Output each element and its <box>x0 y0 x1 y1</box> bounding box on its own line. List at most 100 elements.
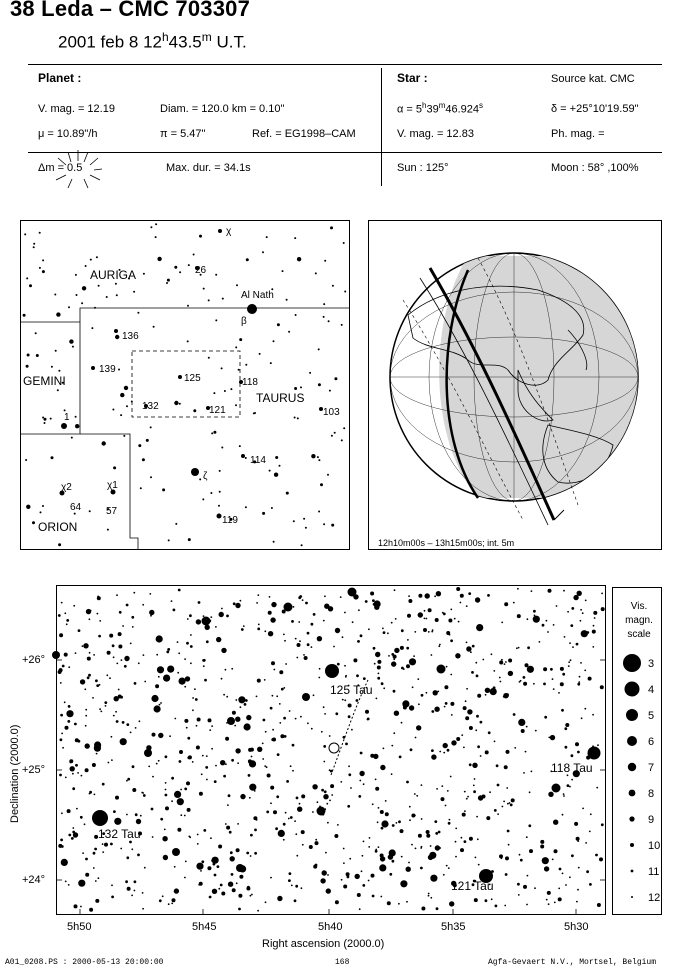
map-star <box>503 765 508 770</box>
map-star <box>323 794 329 800</box>
finder-star <box>38 266 41 269</box>
map-star <box>517 882 520 886</box>
map-star <box>95 752 98 755</box>
map-star <box>406 664 410 669</box>
map-star <box>100 710 103 713</box>
map-star <box>107 761 110 764</box>
label-121: 121 <box>209 405 226 416</box>
map-star <box>574 821 579 826</box>
map-star <box>102 832 106 835</box>
map-star <box>376 665 381 670</box>
map-star <box>442 873 445 876</box>
map-star <box>549 734 556 741</box>
map-star <box>377 807 380 809</box>
map-star <box>490 898 493 901</box>
map-star <box>288 872 292 875</box>
map-star <box>569 659 572 662</box>
map-star <box>201 860 205 864</box>
label-139: 139 <box>99 364 116 375</box>
map-star <box>484 899 488 903</box>
map-star <box>489 791 491 794</box>
label-136: 136 <box>122 331 139 342</box>
map-star <box>97 877 100 880</box>
finder-bright-star <box>247 304 257 314</box>
map-star <box>160 702 162 704</box>
finder-star <box>221 446 224 449</box>
dec-tick-25: +25° <box>22 764 46 776</box>
map-star <box>176 798 184 806</box>
finder-star <box>316 456 319 459</box>
map-star <box>437 690 440 693</box>
map-star <box>465 797 468 800</box>
map-star <box>158 732 164 739</box>
map-star <box>380 895 383 898</box>
map-star <box>316 801 319 804</box>
finder-bright-star <box>144 404 148 408</box>
map-star <box>431 630 434 633</box>
scale-label-mag-8: 8 <box>648 788 654 800</box>
map-star <box>423 628 427 632</box>
map-star <box>462 706 467 711</box>
map-star <box>501 658 503 661</box>
map-star <box>137 662 140 665</box>
map-star <box>519 858 523 862</box>
map-star <box>196 717 201 722</box>
map-star <box>451 740 457 746</box>
scale-dot-mag-11 <box>630 869 634 873</box>
finder-star <box>81 302 84 305</box>
map-star <box>79 815 83 819</box>
map-star <box>277 895 283 902</box>
map-star <box>411 843 413 846</box>
map-star <box>155 762 158 765</box>
map-star <box>248 796 251 799</box>
map-star <box>184 860 187 863</box>
map-star <box>475 729 478 732</box>
map-star <box>541 623 545 627</box>
map-star <box>98 634 101 638</box>
finder-star <box>54 293 57 296</box>
map-star <box>402 705 407 710</box>
map-star <box>390 773 393 775</box>
map-star <box>80 774 83 777</box>
delta-mag: Δm = 0.5 <box>38 162 83 174</box>
map-star <box>254 851 257 855</box>
map-star <box>496 783 500 787</box>
map-star <box>171 898 176 903</box>
map-star <box>490 653 493 656</box>
map-star <box>417 833 422 838</box>
map-star <box>420 847 423 849</box>
finder-star <box>238 445 241 448</box>
map-star <box>450 608 453 611</box>
map-star <box>443 751 446 754</box>
map-star <box>165 806 169 811</box>
map-star <box>453 617 456 620</box>
map-star <box>296 854 299 857</box>
finder-star <box>213 392 216 395</box>
map-star <box>95 679 98 683</box>
map-star <box>226 614 229 618</box>
finder-star <box>270 507 273 509</box>
map-star <box>459 601 462 604</box>
finder-star <box>26 353 30 357</box>
map-star <box>371 894 375 898</box>
map-star <box>540 844 545 849</box>
finder-star <box>340 439 343 442</box>
finder-star <box>324 259 327 262</box>
map-star <box>267 610 272 615</box>
map-star <box>156 653 159 656</box>
map-star <box>420 866 423 870</box>
finder-star <box>340 323 343 326</box>
map-star <box>450 639 453 643</box>
finder-star <box>252 412 255 415</box>
map-star <box>275 827 278 831</box>
map-star <box>599 857 603 862</box>
dec-tick-26: +26° <box>22 654 46 666</box>
map-star <box>190 634 192 636</box>
map-star <box>439 750 442 753</box>
map-star <box>505 749 510 754</box>
x-axis-label: Right ascension (2000.0) <box>262 938 385 950</box>
finder-star <box>63 409 66 412</box>
map-star <box>270 617 276 623</box>
map-star <box>344 664 346 667</box>
map-star <box>596 786 599 789</box>
